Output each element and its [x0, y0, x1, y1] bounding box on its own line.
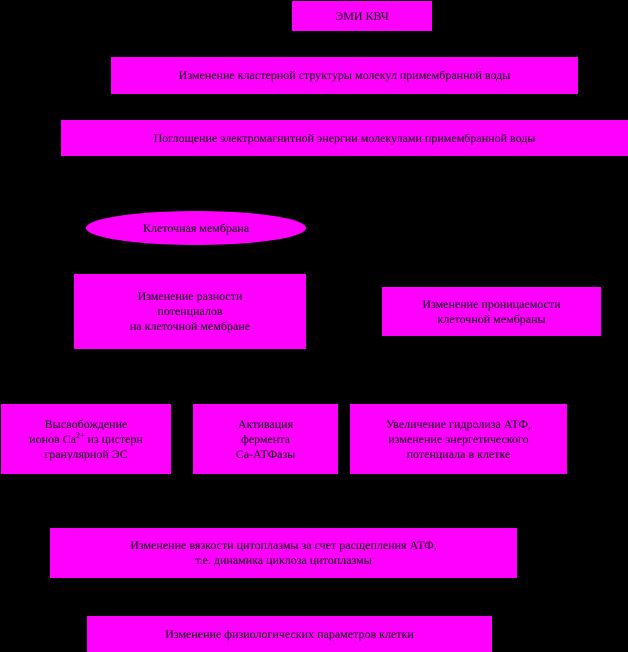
- node-potential-difference-label: Изменение разности потенциалов на клеточ…: [129, 289, 251, 333]
- node-calcium-release-prefix: Высвобождение ионов Ca: [29, 416, 128, 446]
- node-ca-atpase-activation: Активация фермента Ca-АТФазы: [193, 404, 338, 474]
- node-potential-difference: Изменение разности потенциалов на клеточ…: [74, 274, 306, 349]
- node-ca-atpase-activation-label: Активация фермента Ca-АТФазы: [235, 416, 296, 461]
- node-atp-hydrolysis: Увеличение гидролиза АТФ, изменение энер…: [350, 404, 567, 474]
- node-cluster-structure-change-label: Изменение кластерной структуры молекул п…: [178, 68, 511, 82]
- node-emi-ehf-label: ЭМИ КВЧ: [335, 8, 389, 23]
- node-calcium-release-suffix: из цистерн гранулярной ЭС: [44, 431, 143, 461]
- node-calcium-release: Высвобождение ионов Ca2+ из цистерн гран…: [1, 404, 171, 474]
- node-calcium-release-label: Высвобождение ионов Ca2+ из цистерн гран…: [29, 417, 143, 462]
- node-energy-absorption-label: Поглощение электромагнитной энергии моле…: [153, 130, 536, 145]
- node-emi-ehf: ЭМИ КВЧ: [292, 1, 432, 31]
- node-cell-membrane-label: Клеточная мембрана: [142, 220, 250, 235]
- node-physiological-parameters-label: Изменение физиологических параметров кле…: [165, 626, 414, 641]
- node-atp-hydrolysis-label: Увеличение гидролиза АТФ, изменение энер…: [386, 416, 531, 461]
- node-calcium-release-superscript: 2+: [76, 430, 85, 440]
- node-energy-absorption: Поглощение электромагнитной энергии моле…: [61, 120, 628, 156]
- node-cell-membrane: Клеточная мембрана: [86, 211, 306, 245]
- node-cluster-structure-change: Изменение кластерной структуры молекул п…: [111, 57, 578, 94]
- node-cytoplasm-viscosity-label: Изменение вязкости цитоплазмы за счет ра…: [130, 538, 437, 567]
- node-cytoplasm-viscosity: Изменение вязкости цитоплазмы за счет ра…: [50, 528, 517, 578]
- node-physiological-parameters: Изменение физиологических параметров кле…: [87, 616, 492, 652]
- node-membrane-permeability-label: Изменение проницаемости клеточной мембра…: [422, 296, 561, 326]
- node-membrane-permeability: Изменение проницаемости клеточной мембра…: [382, 287, 601, 336]
